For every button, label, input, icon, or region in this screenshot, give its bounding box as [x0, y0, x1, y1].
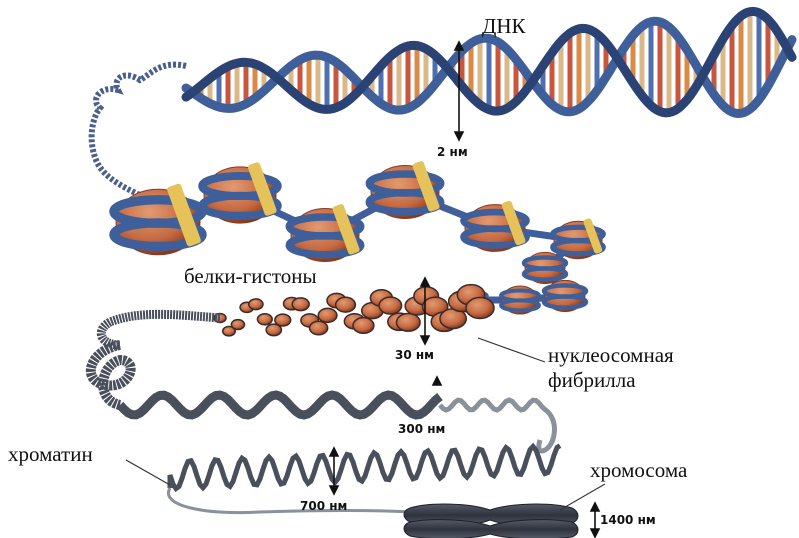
supercoil-loop — [91, 345, 131, 405]
label-chromosome-width: 1400 нм — [600, 513, 656, 527]
fibril-nucleosome — [292, 298, 309, 311]
label-chromosome: хромосома — [590, 458, 688, 482]
fibril-nucleosome — [336, 297, 356, 312]
label-nucleosome-fibril-2: фибрилла — [548, 368, 636, 392]
fibril-nucleosome — [249, 299, 263, 310]
label-supercoil-width: 300 нм — [398, 422, 445, 436]
label-fibril-width: 30 нм — [395, 348, 434, 362]
fibril-nucleosome — [275, 314, 291, 326]
fibril-nucleosome — [257, 314, 272, 325]
label-chromatin-width: 700 нм — [300, 499, 347, 513]
fibril-nucleosome — [318, 308, 337, 322]
fibril-nucleosome — [466, 298, 494, 319]
chromatin-coil — [170, 446, 560, 489]
chromatin-coil-700nm — [168, 446, 560, 513]
label-chromatin: хроматин — [8, 442, 93, 466]
supercoil-300nm — [91, 345, 555, 451]
label-nucleosome-fibril-1: нуклеосомная — [548, 343, 674, 367]
fibril-nucleosome — [396, 313, 420, 331]
label-dna: ДНК — [482, 14, 526, 38]
label-histones: белки-гистоны — [184, 264, 317, 288]
label-dna-width: 2 нм — [437, 145, 468, 159]
chromosome-shape — [404, 504, 578, 538]
chromatin-strand — [168, 488, 410, 513]
fibril-nucleosome — [231, 320, 244, 330]
nucleosome-chain — [114, 160, 603, 314]
supercoil-coil — [120, 395, 440, 415]
fibril-nucleosome — [379, 297, 401, 314]
fibril-nucleosome — [310, 321, 328, 335]
fibril-nucleosome — [353, 318, 374, 334]
fibril-coil — [440, 400, 554, 451]
dna-coil-connector — [92, 65, 186, 200]
nucleosome-fibril — [101, 285, 494, 345]
